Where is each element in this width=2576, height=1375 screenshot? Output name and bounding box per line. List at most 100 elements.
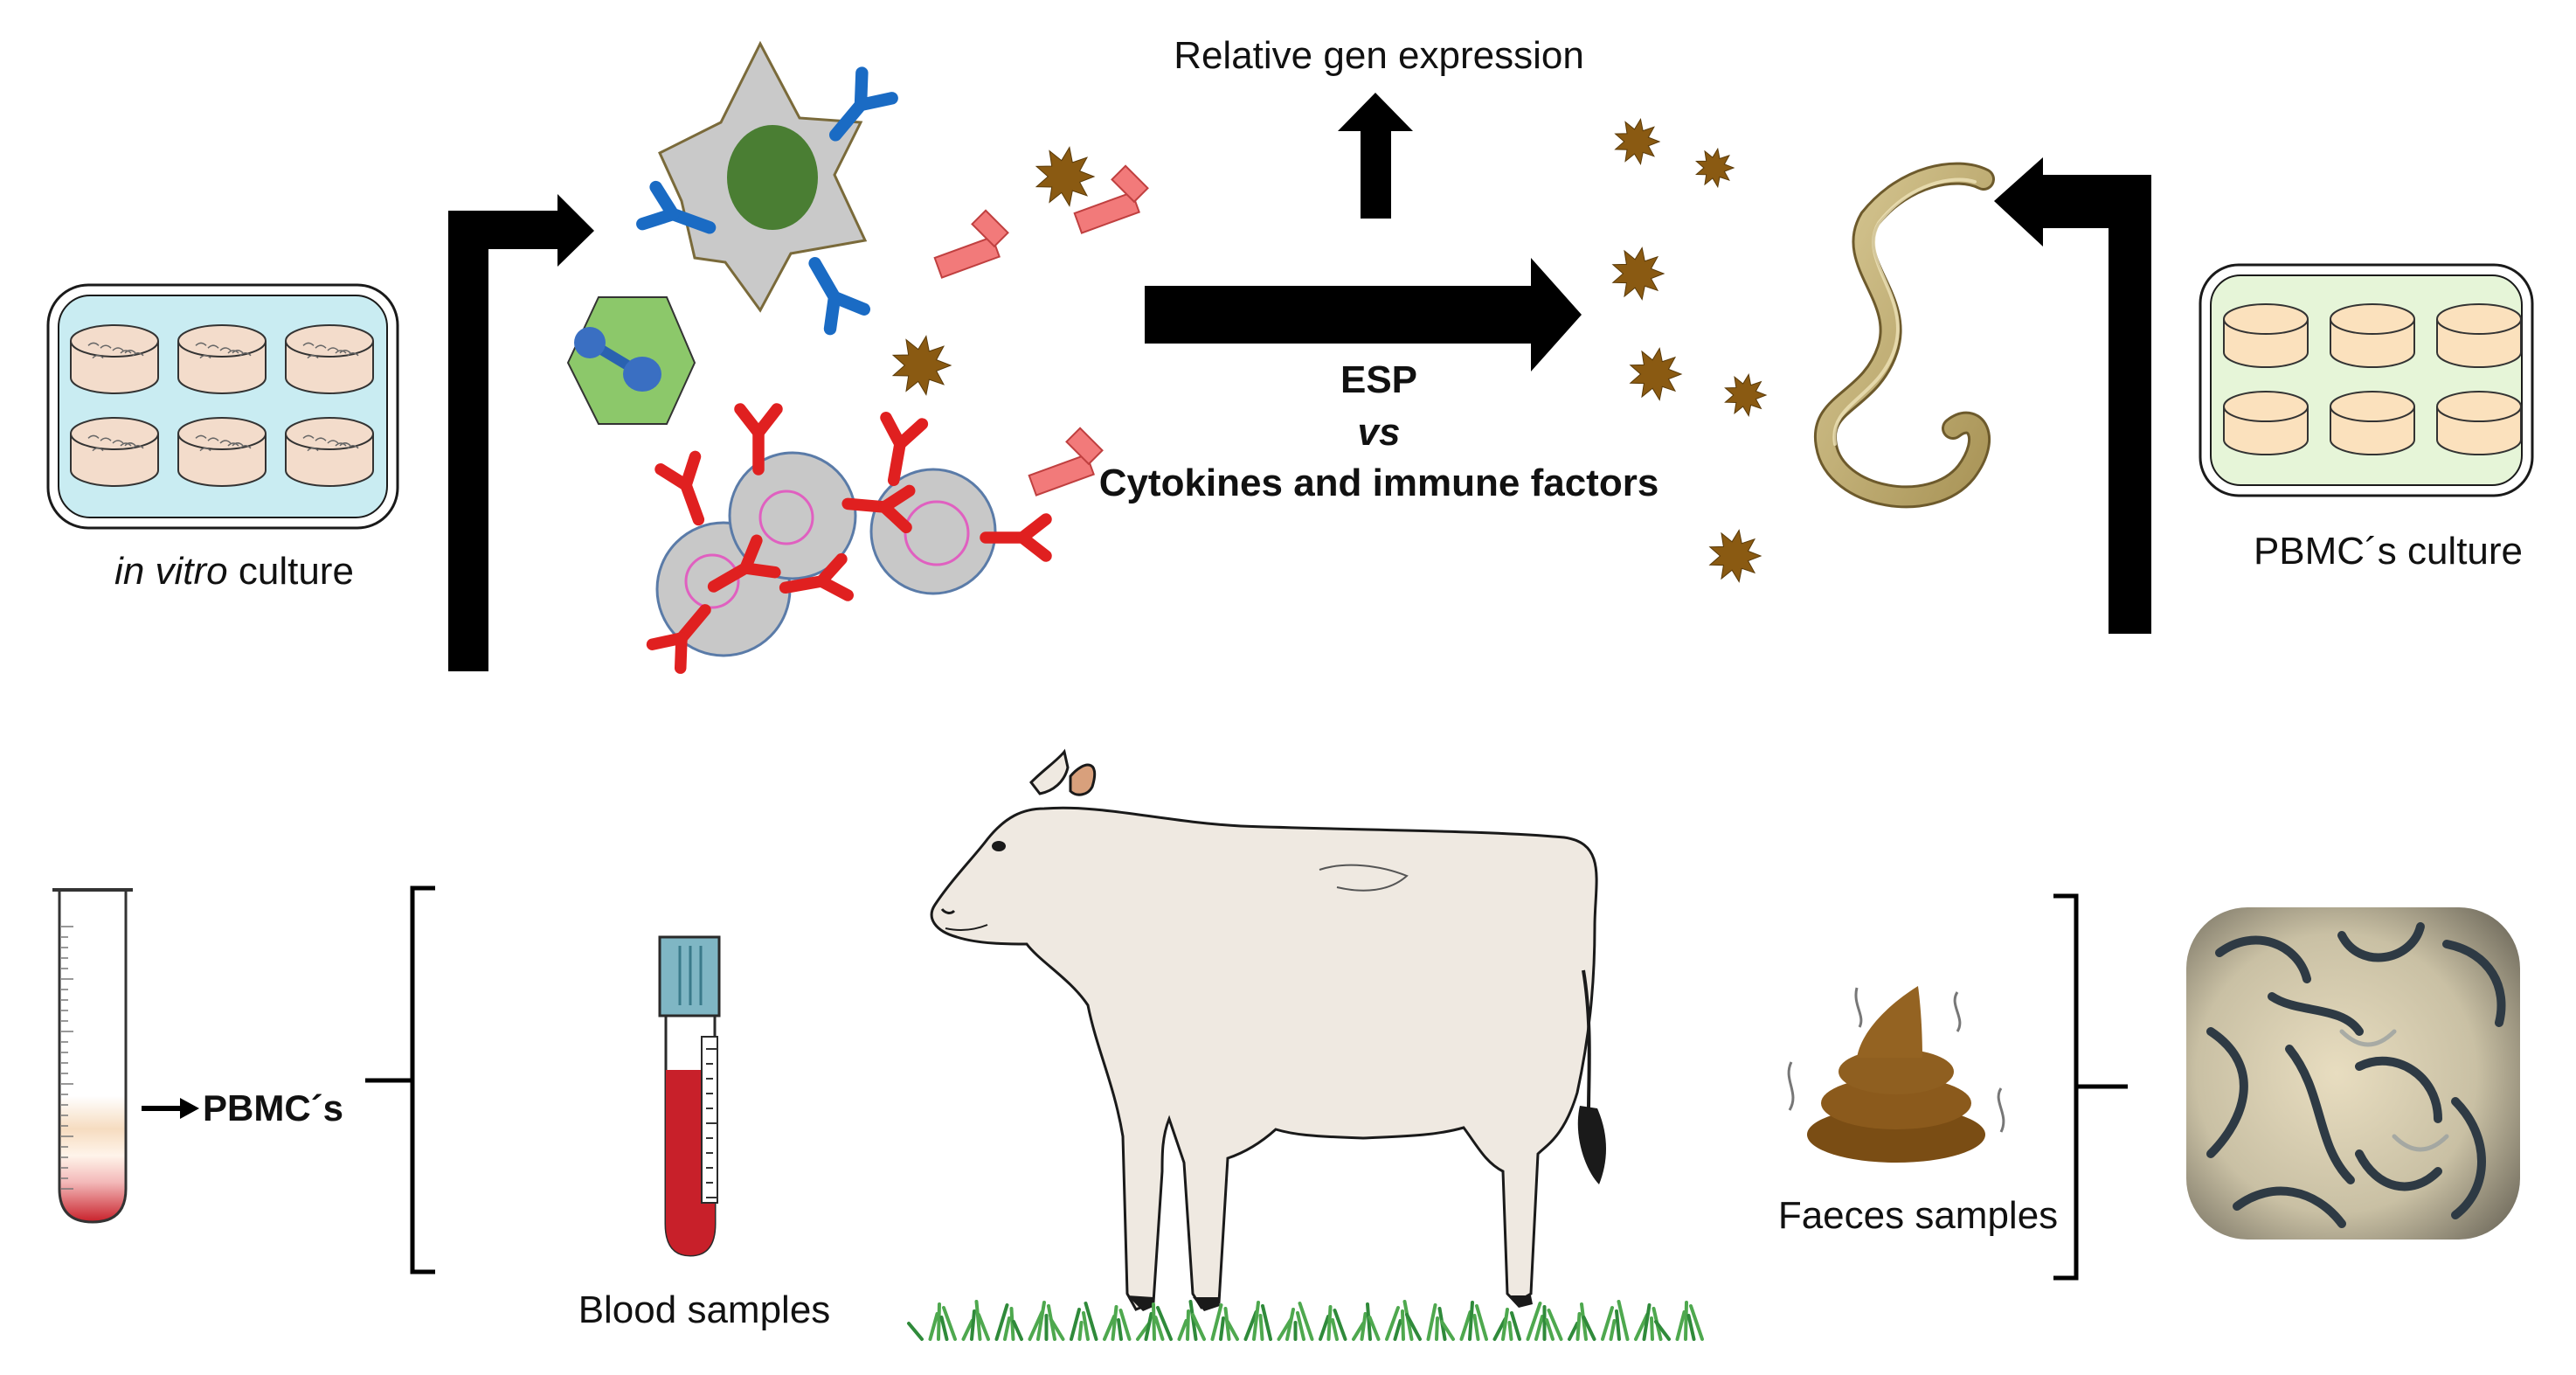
grass-blade bbox=[1191, 1313, 1206, 1341]
well-texture bbox=[92, 447, 104, 452]
well-texture bbox=[335, 350, 347, 354]
grass-blade bbox=[1258, 1314, 1264, 1341]
grass-blade bbox=[1526, 1302, 1542, 1341]
well-texture bbox=[112, 347, 124, 351]
well-texture bbox=[207, 344, 219, 349]
well-texture bbox=[100, 344, 112, 349]
grass-blade bbox=[1111, 1305, 1118, 1341]
well-plate-icon bbox=[2199, 263, 2534, 497]
grass-blade bbox=[1117, 1318, 1123, 1341]
grass-blade bbox=[961, 1319, 974, 1341]
grass-blade bbox=[1177, 1319, 1188, 1341]
well-texture bbox=[207, 437, 219, 441]
antibody-stem bbox=[680, 479, 705, 526]
well bbox=[2330, 303, 2415, 368]
well-texture bbox=[239, 445, 252, 449]
esp-particle-icon bbox=[1724, 373, 1768, 417]
arrow-icon bbox=[1994, 157, 2151, 634]
well-texture bbox=[327, 440, 339, 444]
grass-blade bbox=[1118, 1309, 1132, 1341]
well-texture bbox=[124, 442, 136, 447]
grass-blade bbox=[1360, 1312, 1368, 1341]
esp-particle-icon bbox=[1695, 147, 1735, 189]
well-texture bbox=[87, 434, 100, 439]
antibody-icon bbox=[1073, 164, 1149, 234]
grass-blade bbox=[1686, 1314, 1696, 1341]
antibody-stem bbox=[1028, 453, 1095, 497]
well bbox=[285, 417, 374, 487]
esp-particle-icon bbox=[1614, 118, 1661, 165]
well-texture bbox=[92, 354, 104, 359]
well bbox=[177, 417, 267, 487]
well-top bbox=[285, 324, 374, 358]
microscope-larvae-icon bbox=[2186, 907, 2520, 1240]
well-texture bbox=[132, 445, 144, 449]
grass-blade bbox=[1326, 1305, 1333, 1341]
grass-blade bbox=[1393, 1319, 1402, 1341]
grass-blade bbox=[1601, 1306, 1614, 1341]
grass-blade bbox=[1654, 1320, 1671, 1341]
antibody-icon bbox=[880, 412, 929, 487]
pbmcs-label: PBMC´s bbox=[203, 1087, 343, 1128]
grass-blade bbox=[1049, 1317, 1065, 1341]
grass-blade bbox=[1036, 1301, 1046, 1341]
bracket-icon bbox=[2053, 893, 2128, 1281]
grass-blade bbox=[1070, 1308, 1081, 1341]
grass-blade bbox=[1534, 1315, 1544, 1341]
grass-blade bbox=[1440, 1320, 1455, 1341]
grass-blade bbox=[970, 1309, 976, 1341]
grass-blade bbox=[1459, 1310, 1472, 1341]
well-texture bbox=[302, 434, 315, 439]
esp-label: ESP bbox=[1340, 358, 1417, 401]
antibody-icon bbox=[980, 513, 1052, 562]
blood-samples-label: Blood samples bbox=[578, 1288, 831, 1331]
well-top bbox=[2436, 303, 2522, 335]
esp-particle-icon bbox=[1708, 529, 1762, 583]
vs-label: vs bbox=[1358, 411, 1401, 454]
antibody-arm bbox=[854, 92, 898, 112]
antibody-arm bbox=[894, 418, 929, 450]
antibody-group-red bbox=[646, 403, 1052, 674]
well-top bbox=[2330, 303, 2415, 335]
well-top bbox=[2223, 303, 2309, 335]
well-texture bbox=[87, 342, 100, 346]
antibody-stem bbox=[808, 257, 841, 304]
grass-blade bbox=[1333, 1309, 1347, 1341]
grass-blade bbox=[1012, 1320, 1023, 1341]
grass-blade bbox=[1575, 1312, 1582, 1341]
antibody-stem bbox=[707, 562, 751, 593]
well-texture bbox=[327, 347, 339, 351]
antibody-icon bbox=[779, 552, 854, 601]
esp-particle-icon bbox=[891, 335, 952, 396]
antibody-arm bbox=[878, 501, 912, 534]
well-texture bbox=[339, 442, 351, 447]
well-texture bbox=[302, 342, 315, 346]
well-texture bbox=[199, 354, 211, 359]
grass-blade bbox=[1617, 1300, 1630, 1341]
grass-blade bbox=[1547, 1309, 1563, 1341]
centrifuge-tube-icon bbox=[52, 888, 133, 1224]
well-texture bbox=[195, 342, 207, 346]
antibody-group-blue bbox=[636, 66, 898, 336]
grass-blade bbox=[1298, 1302, 1314, 1341]
antibody-stem bbox=[675, 604, 711, 644]
grass-blade bbox=[1609, 1319, 1617, 1341]
grass-blade bbox=[1426, 1303, 1437, 1341]
grass-blade bbox=[977, 1313, 990, 1341]
grass-blade bbox=[1188, 1300, 1198, 1341]
well-texture bbox=[120, 442, 132, 447]
antibody-icon bbox=[734, 403, 783, 476]
well-texture bbox=[199, 447, 211, 452]
blood-tube-scale bbox=[706, 1048, 717, 1198]
esp-particle-icon bbox=[1629, 347, 1683, 401]
well-texture bbox=[112, 440, 124, 444]
grass-blade bbox=[1472, 1314, 1480, 1341]
grass-blade bbox=[1003, 1316, 1011, 1341]
antibody-arm bbox=[1016, 531, 1052, 562]
well bbox=[177, 324, 267, 394]
well-top bbox=[70, 324, 159, 358]
larva-icon bbox=[1813, 162, 1995, 509]
antibody-stem bbox=[841, 497, 890, 513]
antibody-stem bbox=[666, 207, 717, 234]
grass-blade bbox=[1689, 1304, 1704, 1341]
